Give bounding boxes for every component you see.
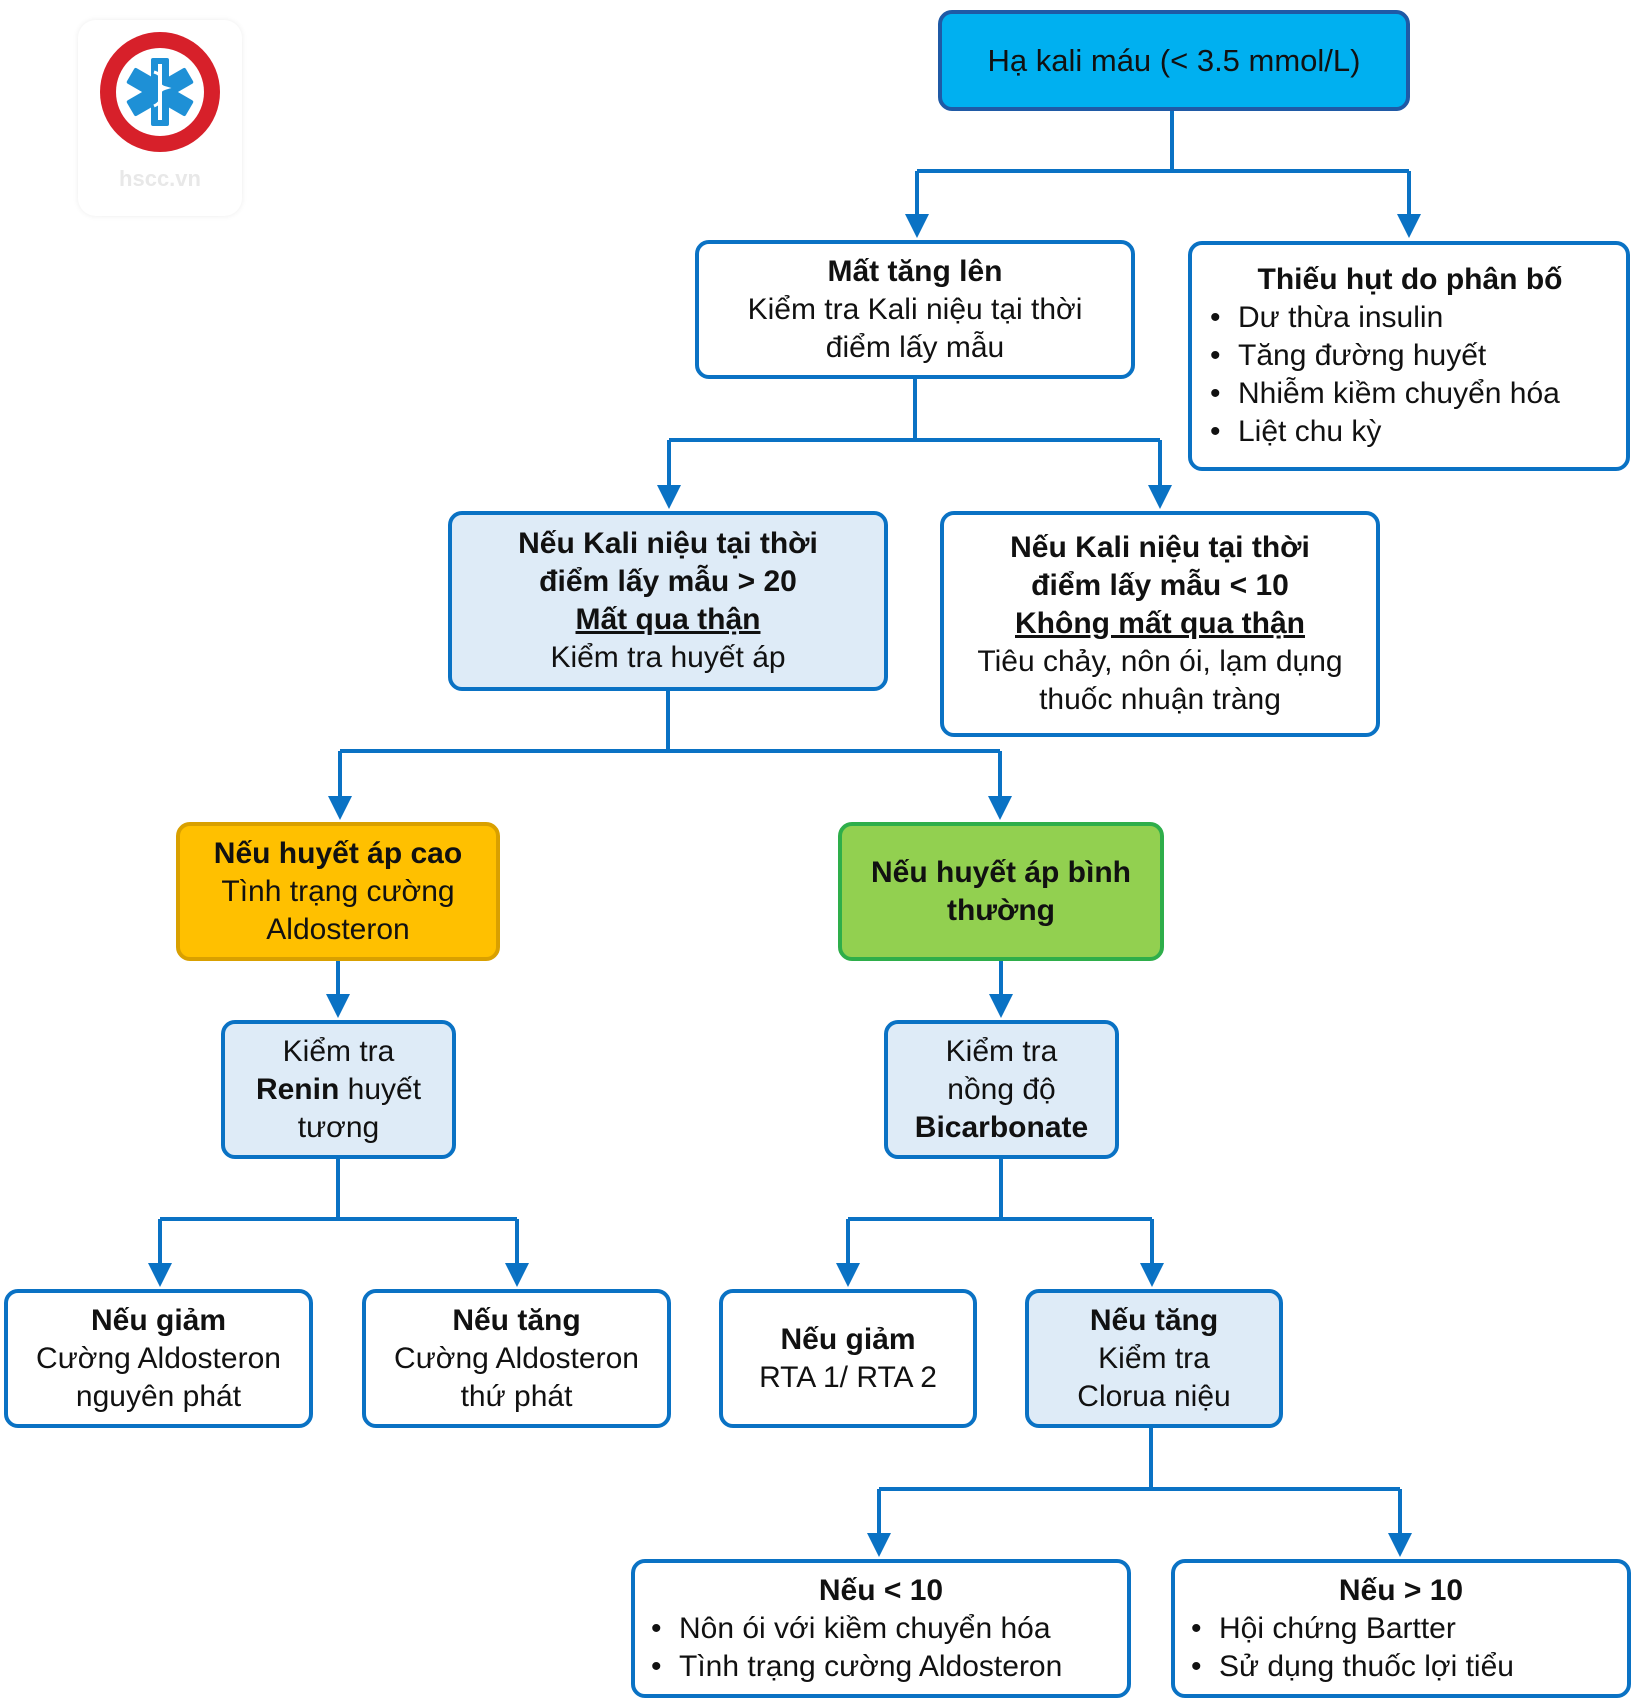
node-renal-loss-subtitle: Mất qua thận — [575, 603, 761, 636]
node-chloride-low: Nếu < 10 Nôn ói với kiềm chuyển hóa Tình… — [631, 1559, 1131, 1698]
chloride-low-list: Nôn ói với kiềm chuyển hóa Tình trạng cư… — [645, 1610, 1117, 1686]
redistribution-item: Dư thừa insulin — [1204, 299, 1616, 337]
node-check-renin: Kiểm tra Renin huyết tương — [221, 1020, 456, 1159]
node-increased-loss-text: Kiểm tra Kali niệu tại thời điểm lấy mẫu — [747, 292, 1083, 364]
node-renin-low: Nếu giảm Cường Aldosteron nguyên phát — [4, 1289, 313, 1428]
redistribution-list: Dư thừa insulin Tăng đường huyết Nhiễm k… — [1204, 299, 1616, 451]
node-chloride-high: Nếu > 10 Hội chứng Bartter Sử dụng thuốc… — [1171, 1559, 1631, 1698]
node-redistribution-title: Thiếu hụt do phân bố — [1257, 263, 1563, 296]
node-increased-loss-title: Mất tăng lên — [827, 254, 1003, 288]
node-bicarb-low-title: Nếu giảm — [780, 1322, 916, 1356]
node-high-bp-title: Nếu huyết áp cao — [213, 836, 463, 870]
node-renin-high-text: Cường Aldosteron thứ phát — [394, 1341, 639, 1413]
node-high-bp-text: Tình trạng cường Aldosteron — [221, 874, 455, 946]
node-bicarb-high-text: Kiểm tra Clorua niệu — [1077, 1341, 1231, 1413]
node-check-renin-post-2: tương — [297, 1110, 380, 1144]
node-renin-low-text: Cường Aldosteron nguyên phát — [36, 1341, 281, 1413]
node-check-renin-bold: Renin — [255, 1072, 340, 1106]
node-bicarb-low: Nếu giảm RTA 1/ RTA 2 — [719, 1289, 977, 1428]
node-renal-loss-title: Nếu Kali niệu tại thời điểm lấy mẫu > 20 — [518, 527, 818, 598]
chloride-high-list: Hội chứng Bartter Sử dụng thuốc lợi tiểu — [1185, 1610, 1617, 1686]
node-check-renin-pre: Kiểm tra — [282, 1034, 395, 1068]
node-renal-loss-text: Kiểm tra huyết áp — [550, 641, 786, 674]
node-renin-low-title: Nếu giảm — [90, 1303, 227, 1337]
node-increased-loss: Mất tăng lên Kiểm tra Kali niệu tại thời… — [695, 240, 1135, 379]
root-node-hypokalemia: Hạ kali máu (< 3.5 mmol/L) — [938, 10, 1410, 111]
node-check-bicarb-pre: Kiểm tra nồng độ — [945, 1034, 1058, 1106]
chloride-low-item: Nôn ói với kiềm chuyển hóa — [645, 1610, 1117, 1648]
node-check-bicarb-bold: Bicarbonate — [914, 1110, 1089, 1144]
node-renin-high: Nếu tăng Cường Aldosteron thứ phát — [362, 1289, 671, 1428]
node-check-renin-post-1: huyết — [347, 1072, 422, 1106]
chloride-low-item: Tình trạng cường Aldosteron — [645, 1648, 1117, 1686]
emergency-star-of-life-icon — [100, 32, 220, 152]
node-nonrenal-loss-subtitle: Không mất qua thận — [1015, 607, 1305, 640]
chloride-high-item: Hội chứng Bartter — [1185, 1610, 1617, 1648]
hscc-logo: hscc.vn — [78, 20, 242, 216]
logo-site-text: hscc.vn — [119, 166, 201, 191]
node-nonrenal-loss-title: Nếu Kali niệu tại thời điểm lấy mẫu < 10 — [1010, 531, 1310, 602]
node-bicarb-high: Nếu tăng Kiểm tra Clorua niệu — [1025, 1289, 1283, 1428]
node-high-blood-pressure: Nếu huyết áp cao Tình trạng cường Aldost… — [176, 822, 500, 961]
node-nonrenal-loss-text: Tiêu chảy, nôn ói, lạm dụng thuốc nhuận … — [977, 645, 1343, 716]
redistribution-item: Liệt chu kỳ — [1204, 413, 1616, 451]
node-chloride-high-title: Nếu > 10 — [1338, 1573, 1464, 1607]
redistribution-item: Tăng đường huyết — [1204, 337, 1616, 375]
chloride-high-item: Sử dụng thuốc lợi tiểu — [1185, 1648, 1617, 1686]
node-bicarb-high-title: Nếu tăng — [1089, 1303, 1219, 1337]
node-nonrenal-loss: Nếu Kali niệu tại thời điểm lấy mẫu < 10… — [940, 511, 1380, 737]
redistribution-item: Nhiễm kiềm chuyển hóa — [1204, 375, 1616, 413]
node-renal-loss: Nếu Kali niệu tại thời điểm lấy mẫu > 20… — [448, 511, 888, 691]
node-check-bicarbonate: Kiểm tra nồng độ Bicarbonate — [884, 1020, 1119, 1159]
root-text: Hạ kali máu (< 3.5 mmol/L) — [987, 42, 1361, 78]
node-renin-high-title: Nếu tăng — [452, 1303, 581, 1337]
node-normal-bp-title: Nếu huyết áp bình thường — [870, 855, 1131, 927]
node-chloride-low-title: Nếu < 10 — [818, 1573, 944, 1607]
node-bicarb-low-text: RTA 1/ RTA 2 — [759, 1360, 937, 1394]
node-normal-blood-pressure: Nếu huyết áp bình thường — [838, 822, 1164, 961]
node-redistribution: Thiếu hụt do phân bố Dư thừa insulin Tăn… — [1188, 241, 1630, 471]
